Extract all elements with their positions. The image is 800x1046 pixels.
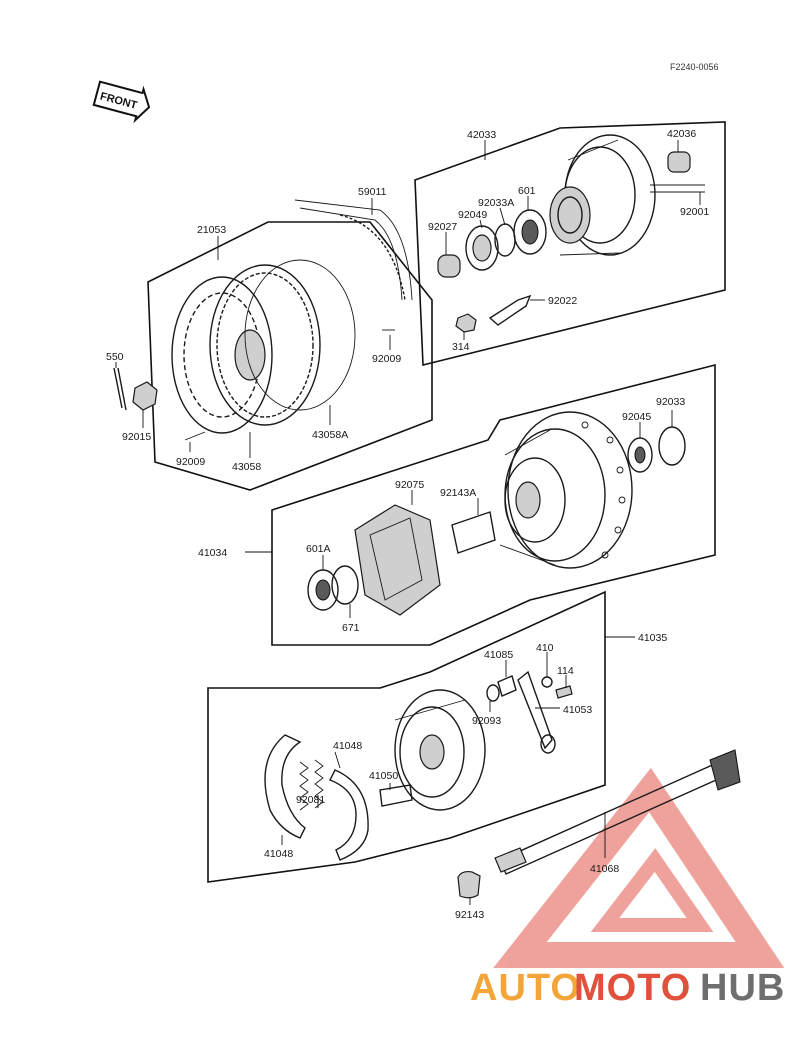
front-arrow-icon: FRONT <box>92 80 151 124</box>
label-92075: 92075 <box>395 479 424 491</box>
label-92093: 92093 <box>472 715 501 727</box>
group-wheel-hub <box>245 363 716 646</box>
label-92027: 92027 <box>428 221 457 233</box>
label-92049: 92049 <box>458 209 487 221</box>
label-92001: 92001 <box>680 206 709 218</box>
label-314: 314 <box>452 341 470 353</box>
watermark-hub: HUB <box>700 967 785 1009</box>
label-92015: 92015 <box>122 431 151 443</box>
label-42036: 42036 <box>667 128 696 140</box>
label-92033a: 92033A <box>478 197 514 209</box>
label-92143a: 92143A <box>440 487 476 499</box>
label-41053: 41053 <box>563 704 592 716</box>
label-601a: 601A <box>306 543 331 555</box>
watermark-logo: AUTO MOTO HUB <box>470 967 785 1009</box>
label-43058: 43058 <box>232 461 261 473</box>
label-92022: 92022 <box>548 295 577 307</box>
label-41085: 41085 <box>484 649 513 661</box>
label-92009-top: 92009 <box>372 353 401 365</box>
axle-assembly <box>457 749 741 905</box>
label-59011: 59011 <box>358 186 387 198</box>
watermark-auto: AUTO <box>470 967 581 1009</box>
label-410: 410 <box>536 642 554 654</box>
label-92009-bottom: 92009 <box>176 456 205 468</box>
label-550: 550 <box>106 351 124 363</box>
label-42033: 42033 <box>467 129 496 141</box>
watermark-triangle <box>493 767 785 968</box>
group-pulley <box>147 198 433 491</box>
label-92033: 92033 <box>656 396 685 408</box>
label-41050: 41050 <box>369 770 398 782</box>
label-671: 671 <box>342 622 360 634</box>
label-601: 601 <box>518 185 536 197</box>
label-41035: 41035 <box>638 632 667 644</box>
group-brake-panel <box>207 590 635 883</box>
label-92143: 92143 <box>455 909 484 921</box>
label-114: 114 <box>557 665 574 677</box>
watermark-moto: MOTO <box>574 967 691 1009</box>
figure-code: F2240-0056 <box>670 62 719 72</box>
label-43058a: 43058A <box>312 429 348 441</box>
group-sprocket-hub <box>414 121 726 367</box>
label-92045: 92045 <box>622 411 651 423</box>
label-92081: 92081 <box>296 794 325 806</box>
label-41048-bottom: 41048 <box>264 848 293 860</box>
cotter-pin-and-nut <box>113 362 158 428</box>
label-21053: 21053 <box>197 224 226 236</box>
label-41068: 41068 <box>590 863 619 875</box>
label-41034: 41034 <box>198 547 227 559</box>
label-41048-top: 41048 <box>333 740 362 752</box>
